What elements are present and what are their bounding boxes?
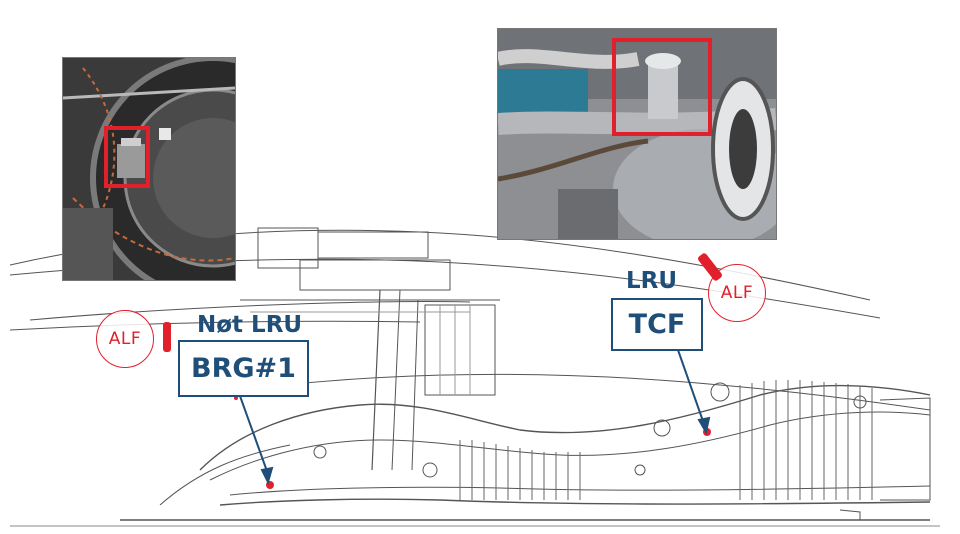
brg1-label: BRG#1 [191, 353, 296, 384]
tcf-highlight-box [612, 38, 712, 136]
alf-right-label: ALF [720, 283, 754, 303]
tcf-sensor-photo [497, 28, 777, 240]
alf-left-circle: ALF [96, 310, 154, 368]
right-status-label: LRU [626, 268, 678, 294]
engine-interior-photo [62, 57, 236, 281]
alf-left-marker [163, 322, 171, 352]
brg1-callout-box: BRG#1 [178, 340, 309, 397]
tcf-callout-box: TCF [611, 298, 703, 351]
bearing-highlight-box [104, 126, 150, 188]
tcf-label: TCF [628, 309, 686, 340]
alf-left-label: ALF [108, 329, 142, 349]
left-status-label: Nøt LRU [197, 312, 303, 338]
